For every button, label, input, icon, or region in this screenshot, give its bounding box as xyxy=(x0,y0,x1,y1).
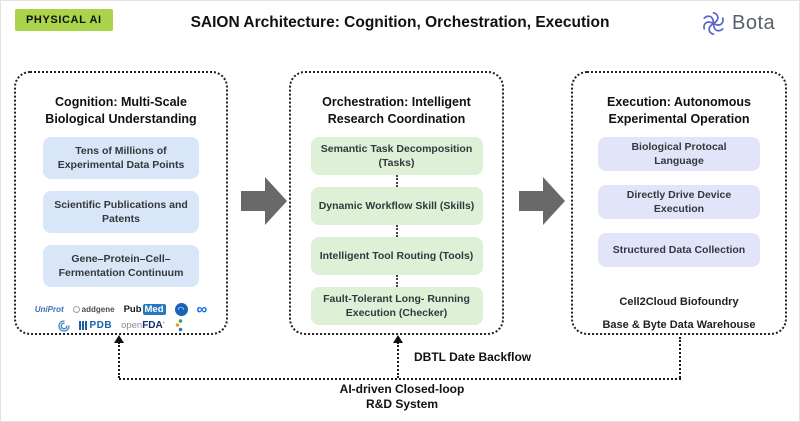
pdb-logo: PDB xyxy=(79,320,112,331)
pdb-bars-icon xyxy=(79,321,88,330)
cognition-panel-title: Cognition: Multi-Scale Biological Unders… xyxy=(45,95,197,126)
cognition-box-continuum: Gene–Protein–Cell– Fermentation Continuu… xyxy=(43,245,199,287)
up-arrowhead-middle xyxy=(393,335,403,343)
orchestration-box-tasks: Semantic Task Decomposition (Tasks) xyxy=(310,137,483,175)
feedback-loop-left-line xyxy=(118,342,120,378)
openfda-mark-icon: ▪ xyxy=(162,320,165,326)
orchestration-panel-title: Orchestration: Intelligent Research Coor… xyxy=(322,95,471,126)
swirl-database-logo xyxy=(58,319,71,332)
cognition-box-experimental-data: Tens of Millions of Experimental Data Po… xyxy=(43,137,199,179)
execution-panel-title: Execution: Autonomous Experimental Opera… xyxy=(607,95,751,126)
arrow-shaft xyxy=(241,191,265,211)
bota-pinwheel-icon xyxy=(703,11,724,36)
dotted-connector xyxy=(395,275,398,287)
panel-orchestration: Orchestration: Intelligent Research Coor… xyxy=(289,71,504,335)
closed-loop-label: AI-driven Closed-loop R&D System xyxy=(322,382,482,412)
panel-execution: Execution: Autonomous Experimental Opera… xyxy=(571,71,787,335)
execution-footer-line-biofoundry: Cell2Cloud Biofoundry xyxy=(619,296,739,308)
panel-cognition: Cognition: Multi-Scale Biological Unders… xyxy=(14,71,228,335)
arrow-cognition-to-orchestration xyxy=(241,177,287,225)
execution-box-device-execution: Directly Drive Device Execution xyxy=(598,185,760,219)
feedback-loop-middle-line xyxy=(397,342,399,378)
closed-loop-label-line2: R&D System xyxy=(365,397,439,411)
execution-box-data-collection: Structured Data Collection xyxy=(598,233,760,267)
uniprot-logo: UniProt xyxy=(34,305,64,314)
bota-wordmark: Bota xyxy=(732,12,776,34)
meta-logo: ∞ xyxy=(196,300,208,318)
dna-helix-logo xyxy=(174,319,184,332)
addgene-ring-icon xyxy=(72,306,80,313)
feedback-loop-horizontal-line xyxy=(119,378,681,380)
execution-footer: Cell2Cloud Biofoundry Base & Byte Data W… xyxy=(602,291,755,337)
dbtl-backflow-label: DBTL Date Backflow xyxy=(414,350,532,364)
addgene-logo: addgene xyxy=(72,305,115,314)
page-title: SAION Architecture: Cognition, Orchestra… xyxy=(190,14,610,31)
up-arrowhead-left xyxy=(114,335,124,343)
arrow-head xyxy=(543,177,565,225)
execution-box-protocol-language: Biological Protocal Language xyxy=(598,137,760,171)
arrow-orchestration-to-execution xyxy=(519,177,565,225)
physical-ai-badge: PHYSICAL AI xyxy=(15,9,113,31)
orchestration-box-tools: Intelligent Tool Routing (Tools) xyxy=(310,237,483,275)
dotted-connector xyxy=(395,225,398,237)
bota-logo: Bota xyxy=(700,10,775,37)
arrow-head xyxy=(265,177,287,225)
cognition-box-publications: Scientific Publications and Patents xyxy=(43,191,199,233)
feedback-loop-right-line xyxy=(679,337,681,378)
blue-database-logo: ◠ xyxy=(174,303,188,316)
closed-loop-label-line1: AI-driven Closed-loop xyxy=(339,382,465,396)
orchestration-box-checker: Fault-Tolerant Long- Running Execution (… xyxy=(310,287,483,325)
orchestration-box-skills: Dynamic Workflow Skill (Skills) xyxy=(310,187,483,225)
execution-footer-line-warehouse: Base & Byte Data Warehouse xyxy=(602,319,756,331)
dotted-connector xyxy=(395,175,398,187)
arrow-shaft xyxy=(519,191,543,211)
